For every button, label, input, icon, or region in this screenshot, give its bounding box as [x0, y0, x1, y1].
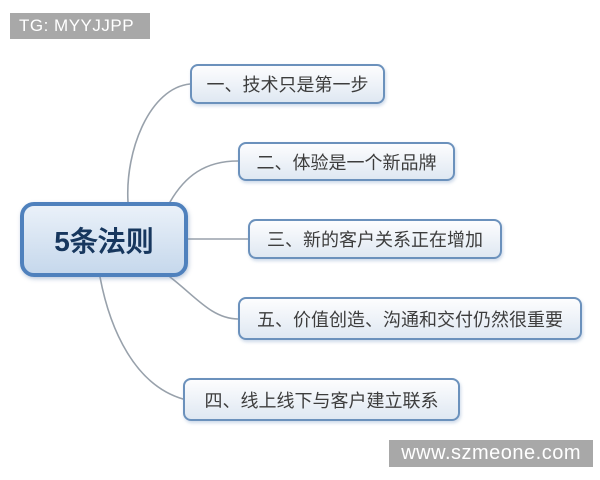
branch-label-1: 一、技术只是第一步: [206, 75, 369, 95]
branch-node-1: 一、技术只是第一步: [190, 64, 385, 104]
watermark-bottom-right-text: www.szmeone.com: [401, 442, 581, 464]
branch-node-5: 五、价值创造、沟通和交付仍然很重要: [238, 297, 582, 340]
branch-node-2: 二、体验是一个新品牌: [238, 142, 455, 181]
connector-branch-4: [169, 276, 239, 320]
watermark-top-left-text: TG: MYYJJPP: [19, 16, 135, 35]
branch-label-4: 四、线上线下与客户建立联系: [204, 390, 439, 411]
watermark-bottom-right: www.szmeone.com: [389, 440, 593, 467]
central-topic-label: 5条法则: [54, 225, 154, 257]
branch-label-5: 五、价值创造、沟通和交付仍然很重要: [257, 309, 563, 330]
connector-branch-2: [169, 160, 239, 203]
branch-node-4: 四、线上线下与客户建立联系: [183, 378, 460, 421]
connector-branch-1: [126, 83, 191, 203]
branch-label-3: 三、新的客户关系正在增加: [267, 230, 483, 250]
central-topic-node: 5条法则: [20, 202, 188, 277]
branch-label-2: 二、体验是一个新品牌: [256, 152, 437, 173]
watermark-top-left: TG: MYYJJPP: [10, 13, 150, 39]
connector-branch-5: [99, 276, 184, 400]
branch-node-3: 三、新的客户关系正在增加: [248, 219, 502, 259]
